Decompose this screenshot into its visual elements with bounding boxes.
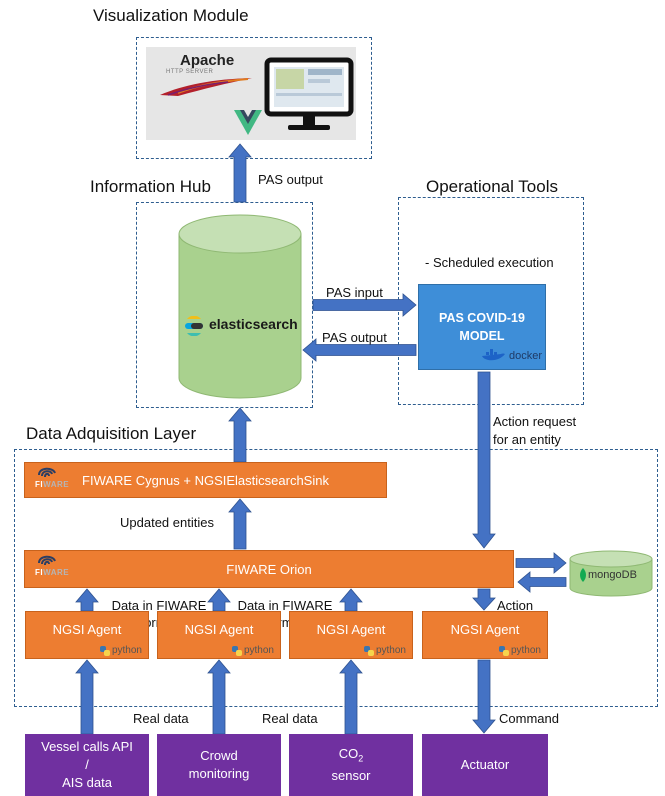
visualization-module-title: Visualization Module xyxy=(93,6,249,25)
command-label: Command xyxy=(499,711,559,726)
monitor-icon xyxy=(264,57,354,130)
model-line-1: PAS COVID-19 xyxy=(439,311,525,325)
crowd-line-1: Crowd xyxy=(200,748,238,763)
data-fiware-label-2a: Data in FIWARE xyxy=(237,598,333,613)
ngsi-agent-4: NGSI Agent python xyxy=(422,611,548,659)
orion-to-mongodb-arrow xyxy=(515,552,567,574)
agent4-to-actuator-arrow xyxy=(472,659,496,734)
action-request-entity-label-2: for an entity xyxy=(493,432,561,447)
elasticsearch-label: elasticsearch xyxy=(209,316,298,332)
scheduled-execution-label: - Scheduled execution xyxy=(425,255,554,270)
pas-input-label: PAS input xyxy=(326,285,383,300)
docker-whale-icon xyxy=(481,349,505,361)
vessel-line-3: AIS data xyxy=(62,775,112,790)
apache-feather-icon xyxy=(160,78,252,96)
crowd-line-2: monitoring xyxy=(188,766,250,781)
mongodb-logo: mongoDB xyxy=(579,568,637,582)
data-acquisition-frame xyxy=(14,449,658,707)
crowd-monitoring-source: Crowd monitoring xyxy=(157,734,281,796)
ngsi-agent-label: NGSI Agent xyxy=(184,621,254,637)
fiware-logo-text: FIWARE xyxy=(35,480,70,489)
cygnus-to-hub-arrow xyxy=(228,407,252,463)
vessel-line-2: / xyxy=(85,757,89,772)
mongodb-leaf-icon xyxy=(580,568,586,582)
visualization-panel: Apache HTTP SERVER xyxy=(146,47,356,140)
pas-output-top-arrow xyxy=(228,143,252,203)
fiware-swirl-icon xyxy=(38,467,56,478)
data-acquisition-title: Data Adquisition Layer xyxy=(26,424,197,443)
fiware-cygnus-box: FIWARE FIWARE Cygnus + NGSIElasticsearch… xyxy=(24,462,387,498)
ngsi-agent-2: NGSI Agent python xyxy=(157,611,281,659)
orion-to-agent4-arrow xyxy=(472,588,496,611)
action-request-entity-label-1: Action request xyxy=(493,414,577,429)
python-logo: python xyxy=(363,645,406,656)
co2-line-1: CO2 xyxy=(338,745,364,764)
mongodb-label: mongoDB xyxy=(588,569,637,581)
co2-line-2: sensor xyxy=(331,768,371,784)
python-logo: python xyxy=(231,645,274,656)
elasticsearch-cylinder xyxy=(178,214,302,399)
fiware-logo: FIWARE xyxy=(33,553,71,577)
agent2-to-orion-arrow xyxy=(207,588,231,612)
vessel-line-1: Vessel calls API xyxy=(41,739,133,754)
elasticsearch-logo-icon xyxy=(185,316,203,336)
python-logo: python xyxy=(498,645,541,656)
actuator-label: Actuator xyxy=(460,757,510,772)
co2-to-agent3-arrow xyxy=(339,659,363,735)
mongodb-to-orion-arrow xyxy=(517,571,567,593)
agent1-to-orion-arrow xyxy=(75,588,99,612)
fiware-logo-text: FIWARE xyxy=(35,568,70,577)
fiware-swirl-icon xyxy=(38,555,56,566)
data-fiware-label-1a: Data in FIWARE xyxy=(111,598,207,613)
fiware-logo: FIWARE xyxy=(33,465,71,489)
vessel-calls-source: Vessel calls API / AIS data xyxy=(25,734,149,796)
real-data-label-2: Real data xyxy=(262,711,318,726)
co2-subscript: 2 xyxy=(358,753,364,764)
python-icon xyxy=(231,645,242,656)
co2-sensor-source: CO2 sensor xyxy=(289,734,413,796)
visualization-module-frame xyxy=(136,37,372,159)
actuator-target: Actuator xyxy=(422,734,548,796)
vue-logo-icon xyxy=(234,110,262,135)
pas-input-arrow xyxy=(312,293,417,317)
operational-tools-title: Operational Tools xyxy=(426,177,558,196)
action-request-entity-arrow xyxy=(472,371,496,549)
pas-output-top-label: PAS output xyxy=(258,172,323,187)
apache-label: Apache xyxy=(180,52,235,69)
updated-entities-arrow xyxy=(228,498,252,550)
docker-label: docker xyxy=(508,350,542,362)
model-line-2: MODEL xyxy=(459,329,505,343)
pas-output-mid-arrow xyxy=(302,338,417,362)
fiware-orion-box: FIWARE FIWARE Orion xyxy=(24,550,514,588)
information-hub-frame xyxy=(136,202,313,408)
real-data-label-1: Real data xyxy=(133,711,189,726)
ngsi-agent-label: NGSI Agent xyxy=(52,621,122,637)
information-hub-title: Information Hub xyxy=(90,177,211,196)
action-request-label-1: Action xyxy=(497,598,534,613)
vessel-to-agent1-arrow xyxy=(75,659,99,735)
pas-covid-model-box: PAS COVID-19 MODEL docker xyxy=(418,284,546,370)
updated-entities-label: Updated entities xyxy=(120,515,214,530)
orion-label: FIWARE Orion xyxy=(226,561,312,577)
python-icon xyxy=(99,645,110,656)
ngsi-agent-label: NGSI Agent xyxy=(450,621,520,637)
python-icon xyxy=(498,645,509,656)
ngsi-agent-label: NGSI Agent xyxy=(316,621,386,637)
apache-sublabel: HTTP SERVER xyxy=(166,69,214,75)
crowd-to-agent2-arrow xyxy=(207,659,231,735)
pas-output-mid-label: PAS output xyxy=(322,330,387,345)
cygnus-label: FIWARE Cygnus + NGSIElasticsearchSink xyxy=(82,472,329,488)
docker-logo: docker xyxy=(481,347,542,365)
python-logo: python xyxy=(99,645,142,656)
ngsi-agent-1: NGSI Agent python xyxy=(25,611,149,659)
python-icon xyxy=(363,645,374,656)
ngsi-agent-3: NGSI Agent python xyxy=(289,611,413,659)
mongodb-cylinder xyxy=(569,550,653,597)
agent3-to-orion-arrow xyxy=(339,588,363,612)
